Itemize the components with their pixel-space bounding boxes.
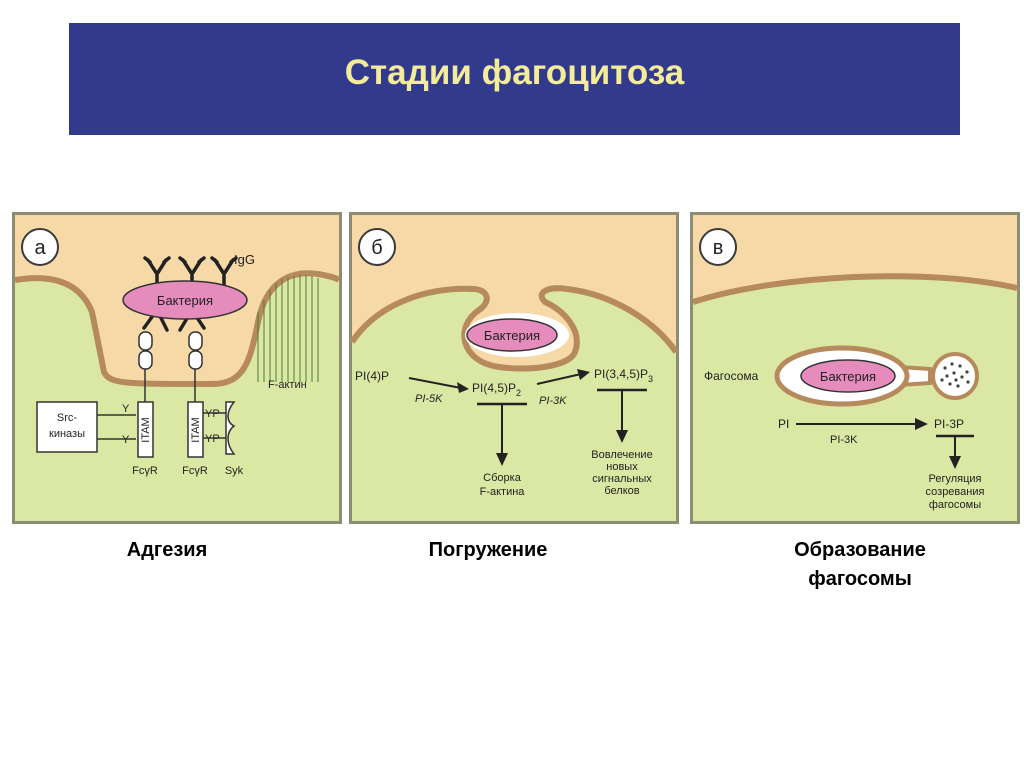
reg-line-1: Регуляция: [928, 473, 981, 485]
arrow-pi45p2: [536, 373, 582, 385]
involve-line-1: Вовлечение: [591, 449, 652, 461]
pi5k-label: PI-5K: [415, 393, 443, 405]
page-title: Стадии фагоцитоза: [344, 53, 685, 92]
fcgr-label-2: FcγR: [182, 465, 208, 477]
reg-line-2: созревания: [926, 486, 985, 498]
arrow-head: [496, 453, 508, 466]
involve-line-2: новых: [606, 461, 638, 473]
pi3p-label: PI-3P: [934, 417, 964, 431]
y-label-1: Y: [122, 403, 130, 415]
bacteria: [466, 318, 558, 352]
title-banner: Стадии фагоцитоза: [69, 23, 960, 135]
panel-engulfment: Бактерия б PI(4)P PI(4,5)P2 PI(3,4,5)P3 …: [349, 212, 679, 524]
panel-letter-badge: [699, 228, 737, 266]
assembly-line-1: Сборка: [483, 472, 522, 484]
bacteria-label: Бактерия: [820, 369, 876, 384]
caption-phagosome-formation: Образование фагосомы: [750, 536, 970, 594]
syk-shape: [225, 401, 236, 455]
f-actin-label: F-актин: [268, 379, 307, 391]
cell-membrane: [692, 273, 1018, 305]
yp-label-2: YP: [205, 433, 220, 445]
pi4p-label: PI(4)P: [355, 369, 389, 383]
pi-label: PI: [778, 417, 789, 431]
cell-membrane: [349, 285, 679, 372]
arrow-head: [457, 382, 469, 393]
pi345p3-label: PI(3,4,5)P3: [594, 367, 653, 384]
arrow-pi4p: [408, 377, 462, 389]
phagosome-label: Фагосома: [704, 369, 759, 383]
caption-adhesion: Адгезия: [126, 539, 208, 561]
fusing-vesicle: [931, 352, 979, 400]
caption-engulfment: Погружение: [428, 539, 548, 561]
panel-letter: б: [371, 237, 382, 259]
bacteria: [800, 359, 896, 393]
phagosome-diagram: в Бактерия Фагосома PI PI-3K PI-3P Регул…: [690, 212, 1020, 524]
bacteria: [122, 280, 248, 320]
panel-letter: в: [713, 237, 724, 259]
caption-line-2: фагосомы: [808, 568, 912, 590]
src-label-1: Src-: [57, 412, 78, 424]
panel-letter: а: [34, 237, 46, 259]
f-actin-fibers: [257, 275, 319, 382]
y-label-2: Y: [122, 434, 130, 446]
bacteria-label: Бактерия: [157, 293, 213, 308]
panel-phagosome-formation: в Бактерия Фагосома PI PI-3K PI-3P Регул…: [690, 212, 1020, 524]
involve-line-3: сигнальных: [592, 473, 652, 485]
panel-letter-badge: [358, 228, 396, 266]
arrow-head: [949, 456, 961, 469]
cell-membrane: [14, 270, 341, 388]
engulfment-diagram: Бактерия б PI(4)P PI(4,5)P2 PI(3,4,5)P3 …: [349, 212, 679, 524]
panel-adhesion: а IgG Бактерия ITAM ITAM Src- киназы Y Y: [12, 212, 342, 524]
assembly-line-2: F-актина: [480, 486, 526, 498]
pi45p2-label: PI(4,5)P2: [472, 381, 521, 398]
fcgr-label-1: FcγR: [132, 465, 158, 477]
caption-line-1: Образование: [794, 539, 926, 561]
reg-line-3: фагосомы: [929, 499, 981, 511]
yp-label-1: YP: [205, 408, 220, 420]
arrow-head: [616, 430, 628, 443]
pi3k-label: PI-3K: [830, 434, 858, 446]
syk-label: Syk: [225, 465, 244, 477]
panel-letter-badge: [21, 228, 59, 266]
adhesion-diagram: а IgG Бактерия ITAM ITAM Src- киназы Y Y: [12, 212, 342, 524]
pi3k-label: PI-3K: [539, 395, 567, 407]
vesicle-granules: [940, 362, 970, 388]
itam-label-2: ITAM: [190, 417, 202, 442]
igg-label: IgG: [234, 252, 255, 267]
src-label-2: киназы: [49, 428, 85, 440]
fc-receptors: [137, 331, 204, 458]
src-kinases-box: [36, 401, 98, 453]
arrow-head: [915, 418, 928, 430]
involve-line-4: белков: [604, 485, 639, 497]
itam-label-1: ITAM: [140, 417, 152, 442]
bacteria-label: Бактерия: [484, 328, 540, 343]
arrow-head: [577, 369, 590, 380]
